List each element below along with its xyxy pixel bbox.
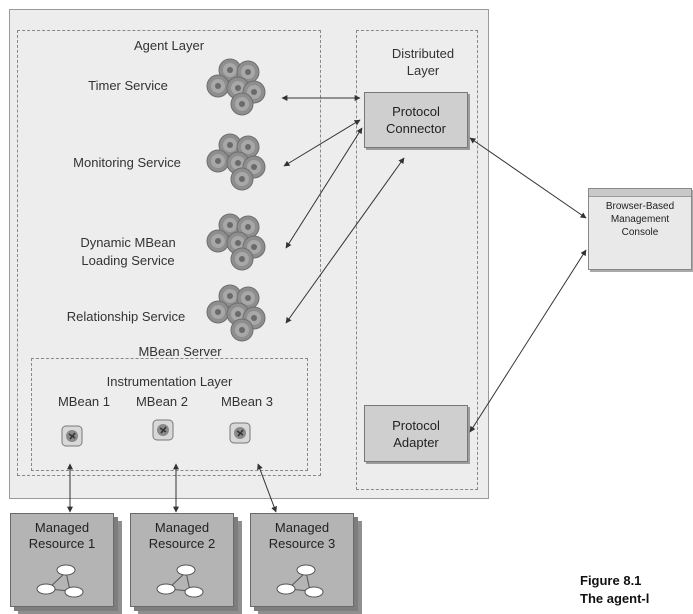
- protocol-adapter-line2: Adapter: [393, 434, 439, 450]
- distributed-layer-title-line2: Layer: [406, 63, 440, 78]
- managed-resource-2-line2: Resource 2: [148, 536, 216, 551]
- mbean-server-label: MBean Server: [138, 344, 222, 359]
- arrow-mbean3-to-resource3: [257, 463, 277, 513]
- timer-service-gears-icon: [207, 59, 265, 115]
- console-line2: Management: [610, 214, 670, 225]
- managed-resource-1-line1: Managed: [34, 520, 90, 535]
- monitoring-service-gears-icon: [207, 134, 265, 190]
- dynamic-mbean-line1: Dynamic MBean: [80, 235, 176, 250]
- arrow-relationship-to-connector: [285, 157, 405, 324]
- managed-resource-1-line2: Resource 1: [28, 536, 96, 551]
- browser-console-window: Browser-Based Management Console: [588, 188, 692, 270]
- arrow-monitoring-to-connector: [283, 119, 361, 167]
- managed-resource-3-line1: Managed: [274, 520, 330, 535]
- managed-resource-2: Managed Resource 2: [130, 513, 234, 607]
- mbean-1-icon: [61, 425, 83, 447]
- managed-resource-1-label: Managed Resource 1: [11, 520, 113, 552]
- relationship-service-gears-icon: [207, 285, 265, 341]
- distributed-layer-title-line1: Distributed: [391, 46, 455, 61]
- protocol-adapter-line1: Protocol: [392, 417, 440, 433]
- distributed-layer-title: Distributed Layer: [362, 45, 484, 79]
- mbean-3-label: MBean 3: [220, 394, 274, 409]
- figure-caption-line1: Figure 8.1: [580, 573, 642, 588]
- figure-caption-line2: The agent-l: [580, 591, 650, 606]
- instrumentation-layer-region: [31, 358, 308, 471]
- dynamic-mbean-line2: Loading Service: [81, 253, 175, 268]
- mbean-3-icon: [229, 422, 251, 444]
- managed-resource-3-label: Managed Resource 3: [251, 520, 353, 552]
- resource-1-graph-icon: [36, 564, 84, 598]
- arrow-adapter-to-console: [469, 249, 587, 433]
- figure-caption: Figure 8.1 The agent-l: [580, 573, 649, 606]
- console-title-bar: [589, 189, 691, 197]
- console-label: Browser-Based Management Console: [589, 197, 691, 239]
- resource-3-graph-icon: [276, 564, 324, 598]
- mbean-2-label: MBean 2: [135, 394, 189, 409]
- agent-layer-title: Agent Layer: [133, 38, 205, 53]
- console-line1: Browser-Based: [605, 201, 675, 212]
- relationship-service-label: Relationship Service: [66, 309, 186, 324]
- arrow-connector-to-console: [469, 137, 587, 219]
- managed-resource-3: Managed Resource 3: [250, 513, 354, 607]
- managed-resource-2-line1: Managed: [154, 520, 210, 535]
- managed-resource-2-label: Managed Resource 2: [131, 520, 233, 552]
- instrumentation-layer-label: Instrumentation Layer: [106, 374, 233, 389]
- monitoring-service-label: Monitoring Service: [73, 155, 181, 170]
- mbean-2-icon: [152, 419, 174, 441]
- resource-2-graph-icon: [156, 564, 204, 598]
- dynamic-mbean-loading-service-label: Dynamic MBean Loading Service: [58, 234, 198, 270]
- managed-resource-3-line2: Resource 3: [268, 536, 336, 551]
- protocol-connector-box: Protocol Connector: [364, 92, 468, 148]
- timer-service-label: Timer Service: [88, 78, 168, 93]
- arrow-dynamic-to-connector: [285, 127, 363, 249]
- protocol-connector-line2: Connector: [386, 121, 446, 136]
- dynamic-mbean-gears-icon: [207, 214, 265, 270]
- console-line3: Console: [621, 227, 659, 238]
- protocol-connector-line1: Protocol: [392, 104, 440, 119]
- managed-resource-1: Managed Resource 1: [10, 513, 114, 607]
- mbean-1-label: MBean 1: [57, 394, 111, 409]
- protocol-adapter-box: Protocol Adapter: [364, 405, 468, 462]
